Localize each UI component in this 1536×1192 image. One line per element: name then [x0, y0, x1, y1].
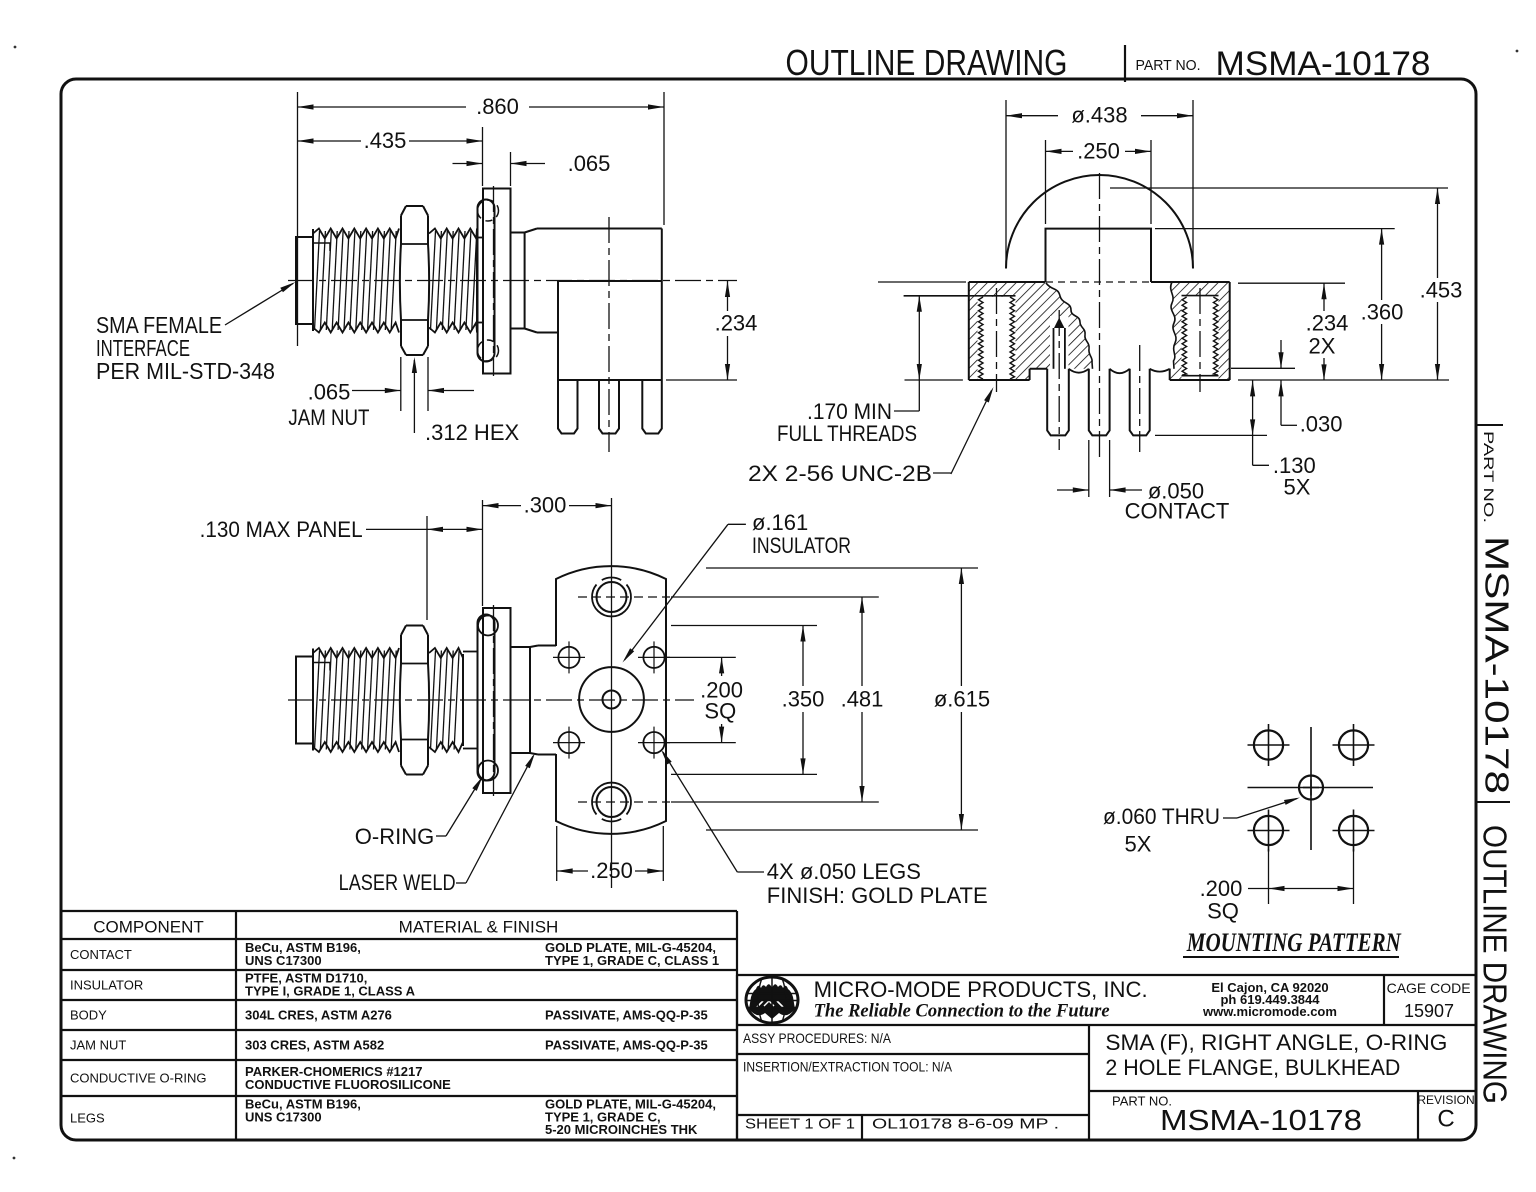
svg-text:TYPE I, GRADE 1, CLASS A: TYPE I, GRADE 1, CLASS A: [245, 984, 416, 999]
svg-text:.065: .065: [568, 151, 611, 176]
svg-text:CONTACT: CONTACT: [1125, 499, 1230, 524]
svg-text:.312 HEX: .312 HEX: [425, 420, 519, 445]
svg-text:PART NO.: PART NO.: [1481, 431, 1497, 523]
svg-text:OUTLINE DRAWING: OUTLINE DRAWING: [1477, 825, 1514, 1104]
svg-text:ø.050: ø.050: [1148, 479, 1204, 504]
svg-text:CAGE CODE: CAGE CODE: [1387, 980, 1471, 996]
svg-text:.350: .350: [782, 687, 825, 712]
svg-text:5X: 5X: [1125, 832, 1152, 857]
svg-text:.250: .250: [1077, 139, 1120, 164]
svg-text:4X ø.050 LEGS: 4X ø.050 LEGS: [767, 859, 921, 884]
svg-text:2X 2-56 UNC-2B: 2X 2-56 UNC-2B: [748, 461, 932, 486]
svg-text:INSULATOR: INSULATOR: [70, 978, 143, 993]
svg-text:JAM NUT: JAM NUT: [70, 1038, 126, 1053]
svg-text:SMA FEMALE: SMA FEMALE: [96, 312, 222, 338]
svg-text:PASSIVATE, AMS-QQ-P-35: PASSIVATE, AMS-QQ-P-35: [545, 1038, 708, 1053]
svg-text:PART NO.: PART NO.: [1136, 57, 1201, 74]
svg-text:.200: .200: [700, 678, 743, 703]
svg-text:O-RING: O-RING: [355, 824, 434, 849]
svg-text:MATERIAL & FINISH: MATERIAL & FINISH: [399, 918, 559, 937]
svg-text:SMA (F), RIGHT ANGLE, O-RING: SMA (F), RIGHT ANGLE, O-RING: [1105, 1030, 1447, 1055]
svg-text:15907: 15907: [1404, 1001, 1454, 1021]
svg-text:GOLD PLATE, MIL-G-45204,: GOLD PLATE, MIL-G-45204,: [545, 1097, 716, 1112]
svg-text:CONTACT: CONTACT: [70, 947, 132, 962]
svg-text:2X: 2X: [1309, 334, 1336, 359]
svg-text:.130 MAX PANEL: .130 MAX PANEL: [200, 517, 363, 542]
svg-text:UNS C17300: UNS C17300: [245, 1110, 322, 1125]
svg-text:.300: .300: [524, 493, 567, 518]
svg-text:2 HOLE FLANGE, BULKHEAD: 2 HOLE FLANGE, BULKHEAD: [1105, 1055, 1400, 1080]
svg-text:REVISION: REVISION: [1417, 1093, 1474, 1107]
svg-text:FULL THREADS: FULL THREADS: [777, 421, 917, 446]
svg-text:TYPE 1, GRADE C,: TYPE 1, GRADE C,: [545, 1110, 661, 1125]
svg-text:MSMA-10178: MSMA-10178: [1479, 536, 1516, 794]
svg-text:The Reliable Connection to the: The Reliable Connection to the Future: [814, 1001, 1111, 1022]
svg-text:PTFE, ASTM D1710,: PTFE, ASTM D1710,: [245, 971, 367, 986]
svg-text:CONDUCTIVE FLUOROSILICONE: CONDUCTIVE FLUOROSILICONE: [245, 1077, 451, 1092]
svg-text:BeCu, ASTM B196,: BeCu, ASTM B196,: [245, 1097, 361, 1112]
svg-text:ø.161: ø.161: [752, 510, 808, 535]
svg-text:MICRO-MODE PRODUCTS, INC.: MICRO-MODE PRODUCTS, INC.: [814, 977, 1148, 1002]
svg-text:ø.438: ø.438: [1071, 103, 1127, 128]
svg-text:C: C: [1437, 1106, 1454, 1133]
svg-text:ø.615: ø.615: [934, 687, 990, 712]
svg-text:TYPE 1, GRADE C, CLASS 1: TYPE 1, GRADE C, CLASS 1: [545, 953, 719, 968]
svg-text:MOUNTING PATTERN: MOUNTING PATTERN: [1186, 928, 1402, 957]
svg-text:.030: .030: [1300, 412, 1343, 437]
svg-text:303 CRES, ASTM A582: 303 CRES, ASTM A582: [245, 1038, 384, 1053]
svg-text:.170 MIN: .170 MIN: [807, 399, 892, 424]
svg-text:COMPONENT: COMPONENT: [93, 918, 204, 937]
svg-text:FINISH: GOLD PLATE: FINISH: GOLD PLATE: [767, 883, 988, 908]
svg-text:OL10178 8-6-09 MP .: OL10178 8-6-09 MP .: [872, 1116, 1059, 1133]
svg-text:LASER WELD: LASER WELD: [339, 870, 456, 895]
svg-text:ASSY PROCEDURES: N/A: ASSY PROCEDURES: N/A: [743, 1030, 892, 1046]
svg-text:GOLD PLATE, MIL-G-45204,: GOLD PLATE, MIL-G-45204,: [545, 940, 716, 955]
svg-text:.860: .860: [476, 94, 519, 119]
svg-text:.234: .234: [1306, 311, 1349, 336]
svg-text:UNS C17300: UNS C17300: [245, 953, 322, 968]
svg-text:OUTLINE DRAWING: OUTLINE DRAWING: [786, 42, 1068, 83]
svg-text:BeCu, ASTM B196,: BeCu, ASTM B196,: [245, 940, 361, 955]
svg-text:304L CRES, ASTM A276: 304L CRES, ASTM A276: [245, 1008, 392, 1023]
svg-text:SQ: SQ: [1207, 899, 1239, 924]
svg-text:5-20 MICROINCHES THK: 5-20 MICROINCHES THK: [545, 1122, 698, 1137]
svg-text:INSERTION/EXTRACTION TOOL: N/A: INSERTION/EXTRACTION TOOL: N/A: [743, 1059, 953, 1075]
svg-text:INTERFACE: INTERFACE: [96, 335, 190, 361]
svg-text:El Cajon, CA 92020: El Cajon, CA 92020: [1211, 980, 1328, 995]
svg-text:.234: .234: [715, 311, 758, 336]
svg-text:.130: .130: [1273, 453, 1316, 478]
svg-text:SHEET 1 OF 1: SHEET 1 OF 1: [745, 1116, 855, 1133]
svg-text:JAM NUT: JAM NUT: [288, 405, 369, 430]
svg-text:.065: .065: [308, 380, 351, 405]
svg-text:MSMA-10178: MSMA-10178: [1216, 45, 1431, 83]
svg-text:5X: 5X: [1284, 475, 1311, 500]
svg-text:ph 619.449.3844: ph 619.449.3844: [1220, 992, 1320, 1007]
svg-text:MSMA-10178: MSMA-10178: [1160, 1105, 1362, 1137]
svg-text:LEGS: LEGS: [70, 1111, 105, 1126]
svg-text:PART NO.: PART NO.: [1112, 1094, 1172, 1109]
svg-text:INSULATOR: INSULATOR: [752, 533, 851, 558]
svg-text:BODY: BODY: [70, 1008, 107, 1023]
svg-text:.360: .360: [1361, 300, 1404, 325]
svg-text:.435: .435: [364, 128, 407, 153]
svg-text:www.micromode.com: www.micromode.com: [1202, 1004, 1337, 1019]
svg-text:PASSIVATE, AMS-QQ-P-35: PASSIVATE, AMS-QQ-P-35: [545, 1008, 708, 1023]
svg-text:PARKER-CHOMERICS #1217: PARKER-CHOMERICS #1217: [245, 1064, 422, 1079]
svg-text:.453: .453: [1420, 278, 1463, 303]
svg-text:.250: .250: [590, 858, 633, 883]
svg-text:PER MIL-STD-348: PER MIL-STD-348: [96, 358, 275, 384]
svg-text:SQ: SQ: [704, 699, 736, 724]
svg-text:.481: .481: [841, 687, 884, 712]
svg-text:.200: .200: [1200, 876, 1243, 901]
svg-text:CONDUCTIVE O-RING: CONDUCTIVE O-RING: [70, 1071, 207, 1086]
svg-text:ø.060 THRU: ø.060 THRU: [1103, 804, 1220, 829]
